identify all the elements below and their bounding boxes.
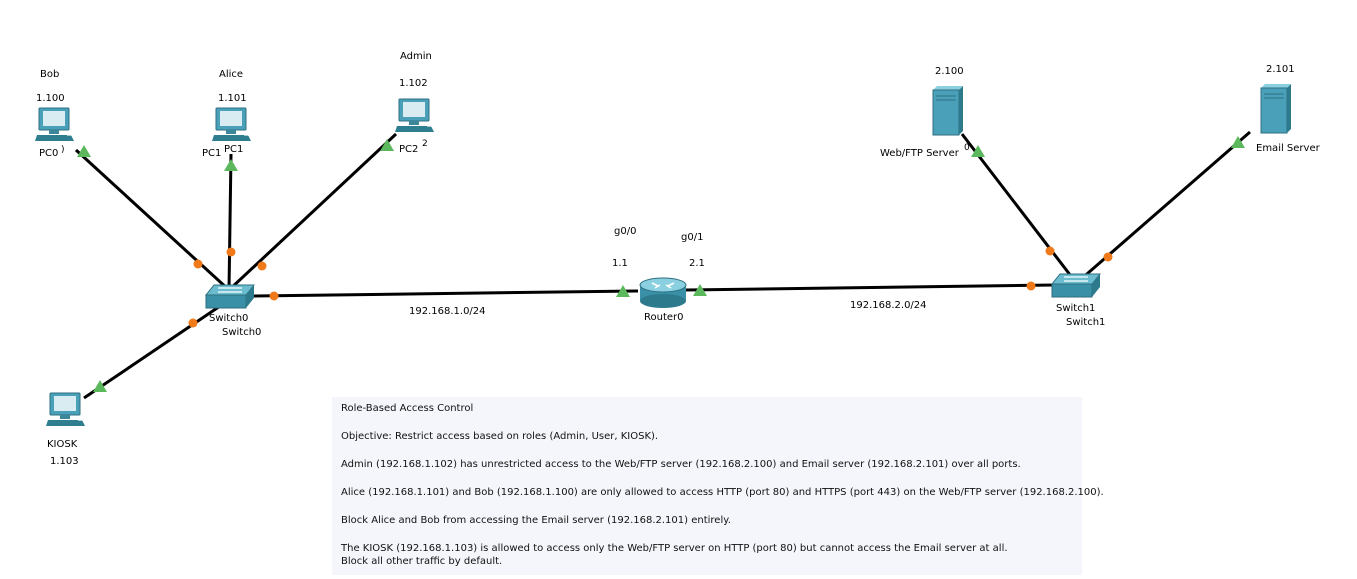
pc-icon[interactable] [35, 107, 75, 143]
port-triangle-kiosk[interactable] [93, 380, 107, 392]
switch-icon[interactable] [1050, 272, 1102, 300]
note-rule-admin: Admin (192.168.1.102) has unrestricted a… [341, 459, 1021, 470]
port-triangle-pc0[interactable] [77, 145, 91, 157]
note-title: Role-Based Access Control [341, 403, 474, 414]
link-kiosk-switch0[interactable] [83, 298, 230, 400]
pc0-overlapping-label: ) [61, 145, 65, 155]
server-icon[interactable] [932, 86, 964, 136]
pc1-name-label[interactable]: PC1 [202, 148, 222, 159]
pc0-name-label[interactable]: PC0 [39, 148, 59, 159]
link-switch0-router0[interactable] [251, 289, 639, 298]
port-triangle-router0-g0-0[interactable] [616, 285, 630, 297]
server-icon[interactable] [1260, 84, 1292, 134]
pc0-description-label: Bob [40, 69, 60, 80]
note-objective: Objective: Restrict access based on role… [341, 431, 659, 442]
router0-name-label[interactable]: Router0 [644, 312, 684, 323]
port-dot-switch0-pc1[interactable] [226, 247, 236, 257]
link-router0-switch1[interactable] [685, 283, 1055, 292]
port-triangle-email[interactable] [1231, 136, 1245, 148]
note-rule-kiosk: The KIOSK (192.168.1.103) is allowed to … [341, 543, 1008, 554]
kiosk-ip-label: 1.103 [50, 456, 79, 467]
port-dot-switch1-router0[interactable] [1026, 281, 1036, 291]
scenario-note[interactable]: Role-Based Access Control Objective: Res… [332, 397, 1104, 575]
link-pc2-switch0[interactable] [227, 132, 398, 292]
router0-g0-1-ip-label: 2.1 [689, 258, 705, 269]
email-ip-label: 2.101 [1266, 64, 1295, 75]
port-dot-switch0-kiosk[interactable] [188, 318, 198, 328]
pc-icon[interactable] [212, 107, 252, 143]
pc2-description-label: Admin [400, 51, 432, 62]
router0-g0-1-interface-label: g0/1 [681, 232, 704, 243]
pc1-description-label: Alice [219, 69, 244, 80]
link-pc0-switch0[interactable] [74, 148, 231, 292]
port-dot-switch0-pc2[interactable] [257, 261, 267, 271]
webftp-name-label[interactable]: Web/FTP Server [880, 148, 959, 159]
pc2-overlapping-label: 2 [422, 139, 428, 149]
router-icon[interactable] [638, 276, 688, 310]
pc2-ip-label: 1.102 [399, 78, 428, 89]
port-dot-switch1-webftp[interactable] [1045, 246, 1055, 256]
switch1-overlapping-label: Switch1 [1066, 317, 1106, 328]
port-triangle-webftp[interactable] [971, 145, 985, 157]
port-triangle-router0-g0-1[interactable] [693, 284, 707, 296]
note-rule-users: Alice (192.168.1.101) and Bob (192.168.1… [341, 487, 1104, 498]
port-triangle-pc1[interactable] [224, 159, 238, 171]
port-triangle-pc2[interactable] [380, 139, 394, 151]
router0-g0-0-interface-label: g0/0 [614, 226, 637, 237]
email-name-label[interactable]: Email Server [1256, 143, 1320, 154]
note-rule-block-email: Block Alice and Bob from accessing the E… [341, 515, 731, 526]
pc1-ip-label: 1.101 [218, 93, 247, 104]
port-dot-switch0-router0[interactable] [269, 291, 279, 301]
lan1-network-label: 192.168.1.0/24 [409, 306, 486, 317]
port-dot-switch0-pc0[interactable] [193, 259, 203, 269]
link-pc1-switch0[interactable] [227, 153, 233, 291]
pc1-overlapping-label: PC1 [224, 144, 244, 155]
port-dot-switch1-email[interactable] [1103, 252, 1113, 262]
pc2-name-label[interactable]: PC2 [399, 144, 419, 155]
pc0-ip-label: 1.100 [36, 93, 65, 104]
switch0-overlapping-label: Switch0 [222, 327, 262, 338]
webftp-ip-label: 2.100 [935, 66, 964, 77]
pc-icon[interactable] [395, 98, 435, 134]
router0-g0-0-ip-label: 1.1 [612, 258, 628, 269]
link-webftp-switch1[interactable] [960, 133, 1076, 281]
webftp-overlapping-label: 0 [964, 143, 970, 153]
switch-icon[interactable] [204, 283, 256, 311]
note-rule-default: Block all other traffic by default. [341, 556, 503, 567]
pc-icon[interactable] [46, 392, 86, 428]
switch0-name-label[interactable]: Switch0 [209, 313, 249, 324]
kiosk-name-label[interactable]: KIOSK [47, 439, 78, 450]
lan2-network-label: 192.168.2.0/24 [850, 300, 927, 311]
switch1-name-label[interactable]: Switch1 [1056, 303, 1096, 314]
